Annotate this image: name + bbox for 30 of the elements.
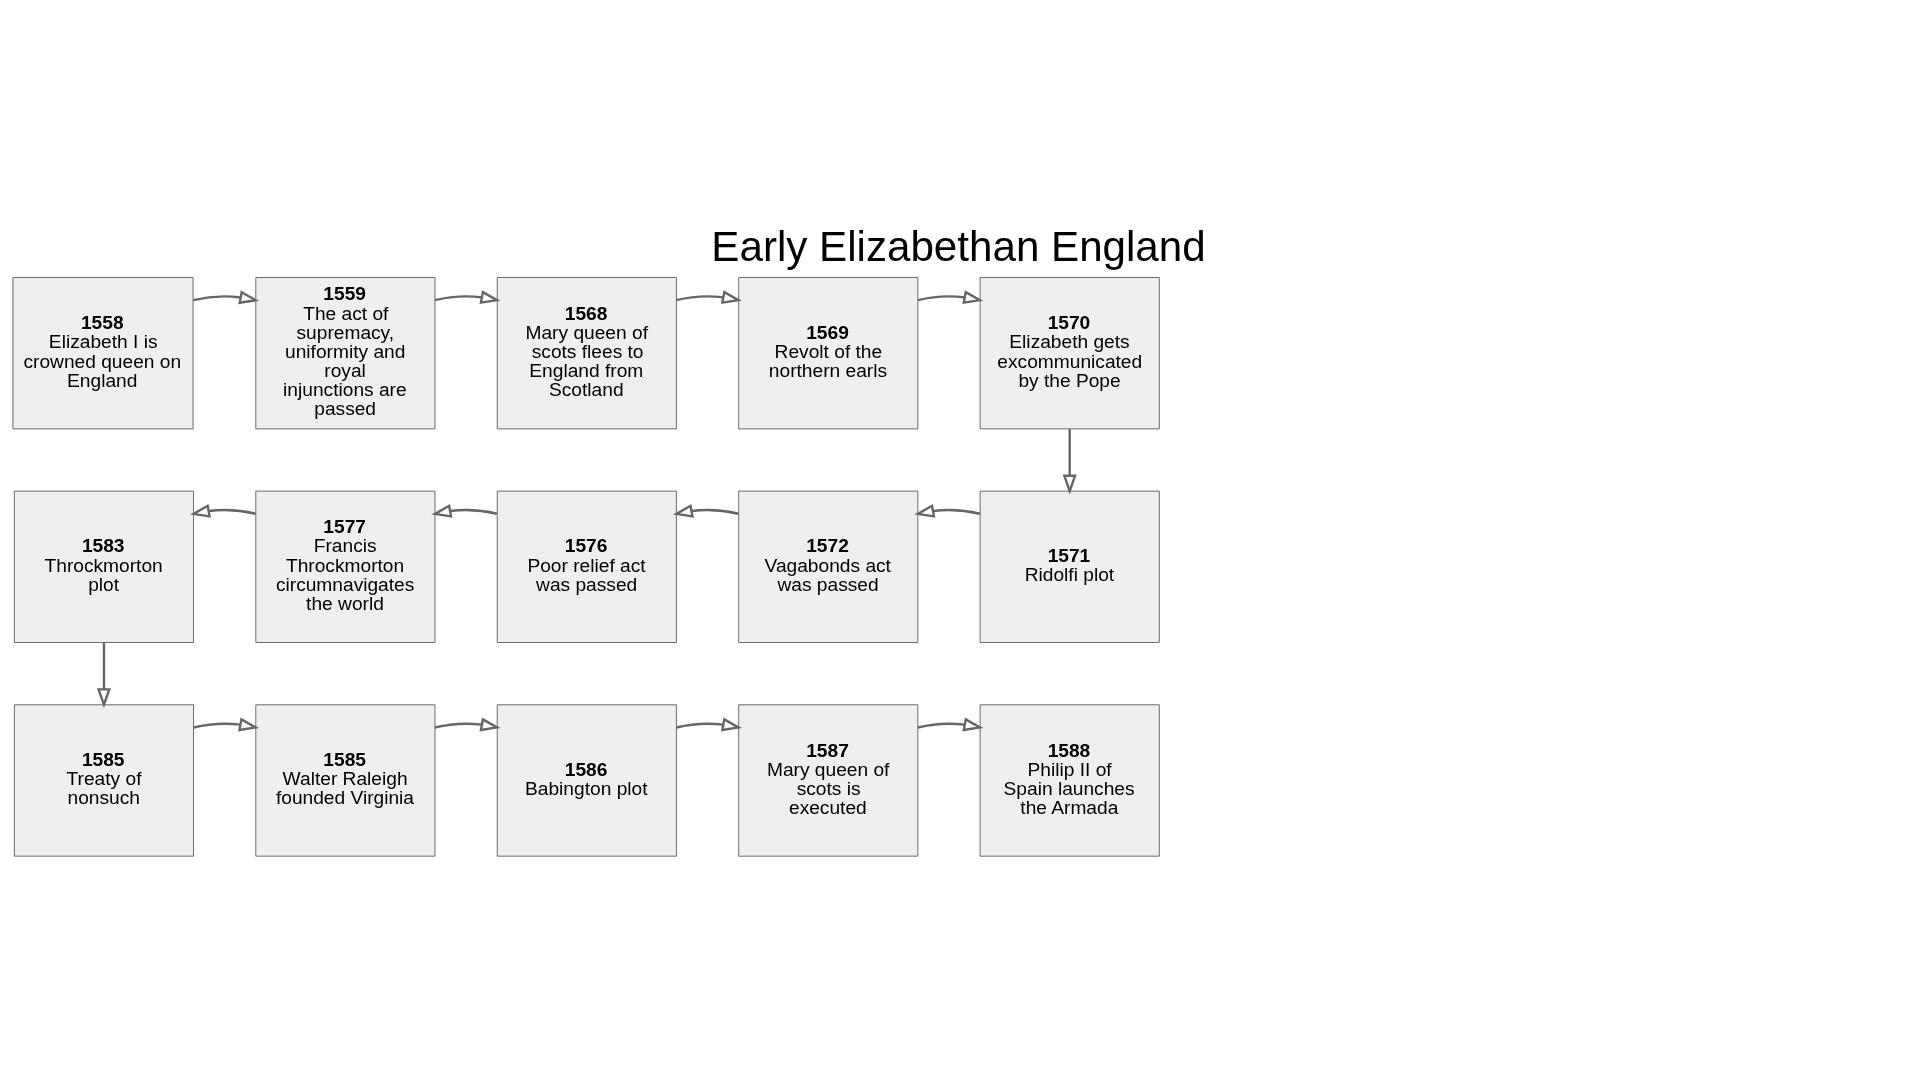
node-box: 1572 Vagabonds act was passed	[738, 490, 919, 643]
arrow	[1062, 429, 1077, 495]
node-box: 1588 Philip II of Spain launches the Armada	[979, 704, 1160, 857]
diagram-title: Early Elizabethan England	[711, 223, 1206, 271]
node-box: 1583 Throckmorton plot	[13, 490, 194, 643]
node-box: 1586 Babington plot	[496, 704, 677, 857]
arrow	[434, 717, 501, 732]
node-box: 1587 Mary queen of scots is executed	[738, 704, 919, 857]
node-box: 1571 Ridolfi plot	[979, 490, 1160, 643]
node-box: 1570 Elizabeth gets excommunicated by the Pope	[979, 277, 1160, 430]
node-box: 1558 Elizabeth I is crowned queen on England	[12, 277, 194, 430]
node-box: 1585 Treaty of nonsuch	[13, 704, 194, 857]
arrow	[676, 717, 742, 732]
node-box: 1569 Revolt of the northern earls	[738, 277, 919, 430]
arrow	[431, 503, 498, 518]
node-box: 1577 Francis Throckmorton circumnavigates the world	[255, 490, 436, 643]
arrow	[672, 503, 739, 518]
arrow	[189, 503, 256, 518]
node-box: 1585 Walter Raleigh founded Virginia	[255, 704, 436, 857]
arrow	[96, 642, 111, 709]
arrow	[917, 717, 984, 732]
arrow	[676, 290, 742, 305]
arrow	[914, 503, 981, 518]
arrow	[434, 290, 501, 305]
arrow	[193, 717, 260, 732]
arrow	[917, 290, 984, 305]
node-box: 1576 Poor relief act was passed	[496, 490, 677, 643]
arrow	[193, 290, 260, 305]
node-box: 1559 The act of supremacy, uniformity and royal injunctions are passed	[255, 277, 436, 430]
node-box: 1568 Mary queen of scots flees to England from Scotland	[496, 277, 677, 430]
